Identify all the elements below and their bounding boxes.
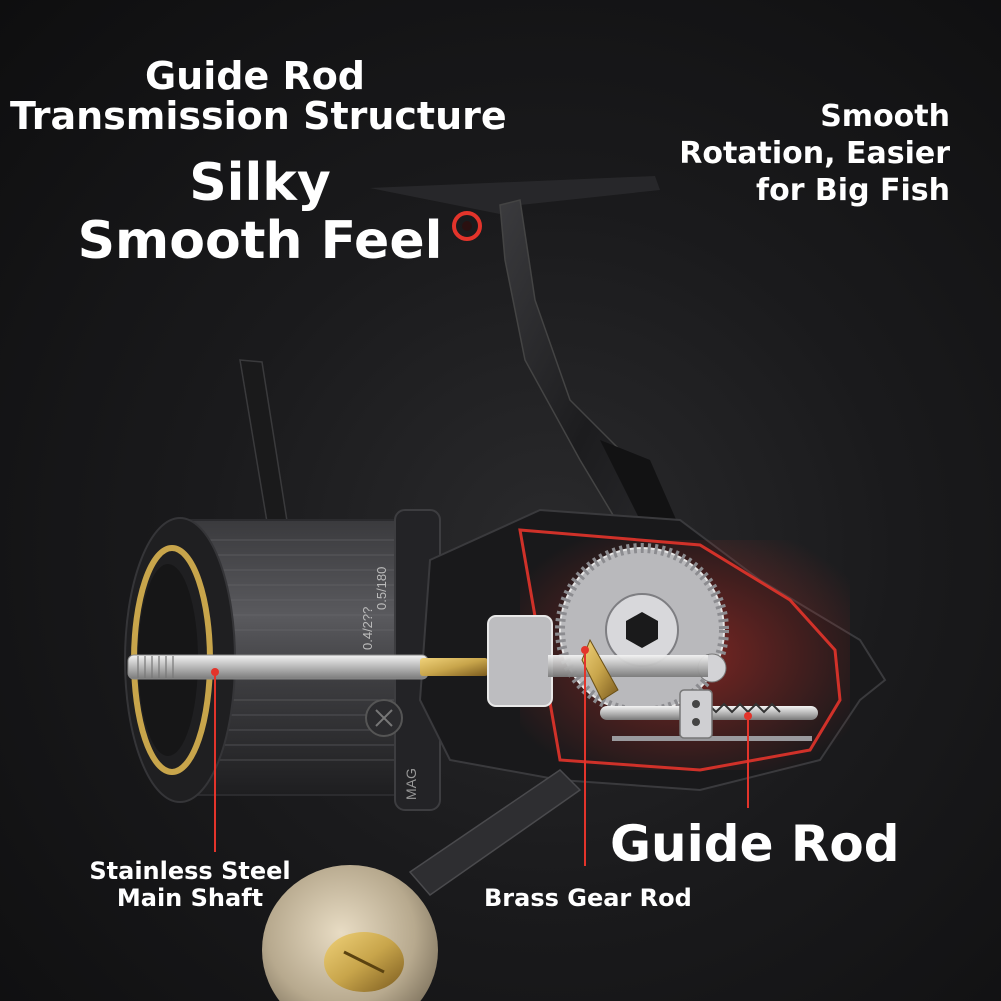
feel-line2: Smooth Feel bbox=[77, 211, 443, 271]
feel-line1: Silky bbox=[189, 153, 331, 213]
tagline-line1: Smooth bbox=[820, 99, 950, 134]
spool-marking-line2: 0.4/2?? bbox=[360, 607, 375, 650]
shaft-label-line2: Main Shaft bbox=[116, 884, 264, 912]
tagline-line2: Rotation, Easier bbox=[679, 136, 950, 171]
guide-rod-label: Guide Rod bbox=[610, 815, 900, 873]
tagline: Smooth Rotation, Easier for Big Fish bbox=[640, 98, 950, 209]
main-shaft-label: Stainless Steel Main Shaft bbox=[70, 858, 310, 912]
heading-line2: Transmission Structure bbox=[10, 94, 507, 138]
accent-ring-icon bbox=[452, 211, 482, 241]
heading-feel: Silky Smooth Feel bbox=[50, 154, 470, 270]
reel-handle bbox=[262, 769, 582, 1001]
spool-brand-marking: MAG bbox=[403, 768, 419, 800]
heading-structure: Guide Rod Transmission Structure bbox=[10, 54, 507, 138]
callout-dots bbox=[211, 646, 752, 720]
spool-marking-line1: 0.5/180 bbox=[374, 567, 389, 610]
brass-gear-rod-label: Brass Gear Rod bbox=[484, 884, 692, 912]
tagline-line3: for Big Fish bbox=[756, 173, 950, 208]
guide-rod-assembly bbox=[600, 653, 818, 741]
heading-line1: Guide Rod bbox=[144, 54, 366, 98]
shaft-label-line1: Stainless Steel bbox=[89, 857, 291, 885]
main-shaft bbox=[127, 615, 708, 707]
callout-lines bbox=[214, 650, 749, 866]
